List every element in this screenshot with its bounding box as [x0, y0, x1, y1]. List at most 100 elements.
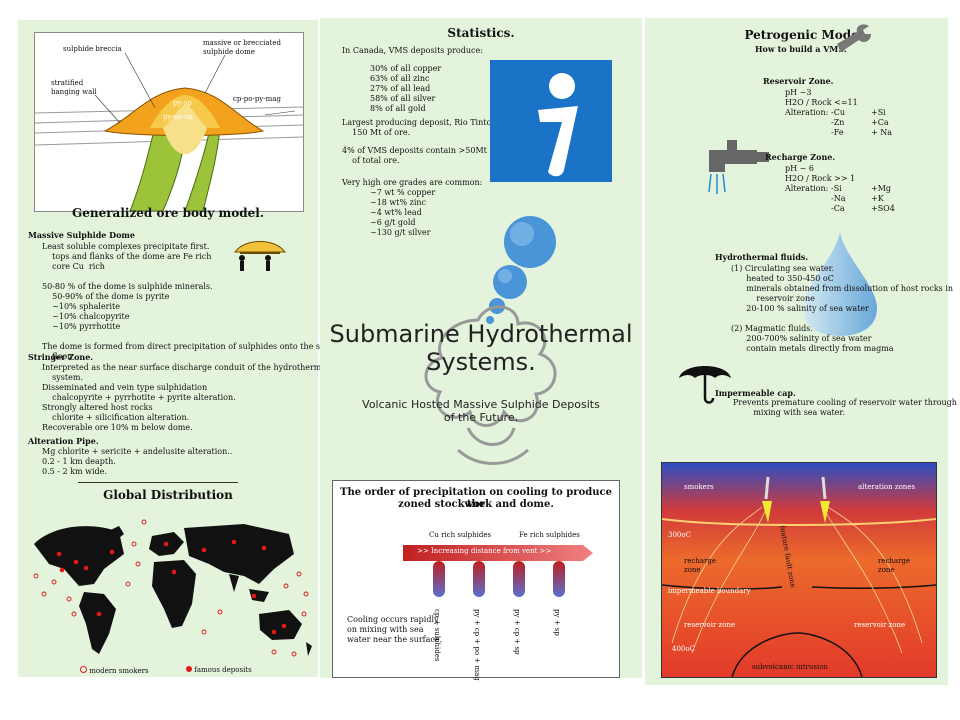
text-line: 50-80 % of the dome is sulphide minerals… — [42, 282, 213, 291]
main-title-line2: Systems. — [426, 348, 536, 376]
cap-text: Prevents premature cooling of reservoir … — [733, 398, 957, 418]
text-line: 20-100 % salinity of sea water — [731, 304, 869, 313]
list-item: 58% of all silver — [370, 94, 436, 103]
text-line: Cooling occurs rapidly — [347, 615, 439, 624]
alteration-zones-label: alteration zones — [858, 483, 916, 491]
text-line: chlorite + silicification alteration. — [42, 413, 190, 422]
reservoir-zone-right-label: reservoir zone — [854, 621, 906, 629]
tap-icon — [708, 140, 769, 194]
precipitation-arrow — [403, 545, 593, 597]
alteration-row: -Zn +Ca — [785, 118, 901, 128]
alteration-cell: -Fe — [831, 128, 844, 137]
text-line: (2) Magmatic fluids. — [731, 324, 813, 333]
list-item: ~18 wt% zinc — [370, 198, 427, 207]
cap-heading: Impermeable cap. — [715, 388, 796, 398]
recharge-alteration: Alteration:-Si+Mg-Na+K-Ca+SO4 — [785, 184, 901, 214]
precip-title-2: zoned stockwork and dome. — [398, 499, 554, 510]
text-line: Least soluble complexes precipitate firs… — [42, 242, 210, 251]
list-item: ~130 g/t silver — [370, 228, 431, 237]
reservoir-zone-left-label: reservoir zone — [684, 621, 736, 629]
text-line: The dome is formed from direct precipita… — [42, 342, 330, 351]
text-line: Disseminated and vein type sulphidation — [42, 383, 208, 392]
alteration-cell: -Cu — [831, 108, 845, 117]
alteration-row: -Na+K — [785, 194, 901, 204]
reservoir-alteration: Alteration:-Cu+Si-Zn+Ca-Fe+ Na — [785, 108, 901, 138]
alteration-cell: +Mg — [871, 184, 892, 193]
cloud-outline — [424, 305, 557, 465]
text-line: 150 Mt of ore. — [342, 128, 411, 137]
text-line: heated to 350-450 oC — [731, 274, 834, 283]
list-item: ~4 wt% lead — [370, 208, 422, 217]
text-line: ~10% pyrrhotite — [42, 322, 121, 331]
legend-modern-label: modern smokers — [89, 667, 149, 675]
text-line: of total ore. — [342, 156, 400, 165]
recharge-zone-right-label: recharge zone — [878, 557, 911, 574]
alteration-cell: -Na — [831, 194, 846, 203]
text-line: Interpreted as the near surface discharg… — [42, 363, 329, 372]
world-map — [33, 519, 312, 657]
stringer-heading: Stringer Zone. — [28, 352, 94, 362]
text-line: water near the surface. — [347, 635, 443, 644]
alteration-cell: Alteration: — [785, 108, 829, 117]
alteration-row: Alteration:-Si+Mg — [785, 184, 901, 194]
text-line: Recoverable ore 10% m below dome. — [42, 423, 193, 432]
percent-deposits: 4% of VMS deposits contain >50Mt of tota… — [342, 146, 487, 166]
statistics-title: Statistics. — [447, 26, 515, 40]
global-distribution-title: Global Distribution — [103, 488, 233, 502]
legend-famous: famous deposits — [186, 666, 252, 675]
alteration-cell: -Zn — [831, 118, 845, 127]
cu-rich-label: Cu rich sulphides — [429, 531, 492, 539]
text-line: minerals obtained from dissolution of ho… — [731, 284, 954, 293]
text-line: tops and flanks of the dome are Fe rich — [42, 252, 212, 261]
open-circle-icon — [80, 666, 87, 673]
stats-intro: In Canada, VMS deposits produce: — [342, 46, 483, 55]
legend-famous-label: famous deposits — [194, 666, 252, 674]
text-line: floor. — [42, 352, 73, 361]
thought-bubbles — [486, 216, 556, 324]
text-line: contain metals directly from magma — [731, 344, 894, 353]
high-grade-intro: Very high ore grades are common: — [342, 178, 483, 187]
middle-panel: Statistics. In Canada, VMS deposits prod… — [320, 18, 642, 681]
cp-po-py-mag-label: cp-po-py-mag — [233, 95, 281, 103]
temp-400-label: 400oC — [672, 645, 695, 653]
fluids-text: (1) Circulating sea water. heated to 350… — [731, 264, 953, 354]
dome-icon — [234, 241, 286, 271]
text-line: ~10% chalcopyrite — [42, 312, 130, 321]
smokers-label: smokers — [684, 483, 714, 491]
list-item: ~6 g/t gold — [370, 218, 416, 227]
text-line: H2O / Rock <=11 — [785, 98, 858, 107]
reservoir-heading: Reservoir Zone. — [763, 76, 834, 86]
text-line: Prevents premature cooling of reservoir … — [733, 398, 957, 407]
list-item: 63% of all zinc — [370, 74, 430, 83]
py-sp-cp-label: py-sp-cp — [163, 113, 193, 121]
list-item: 8% of all gold — [370, 104, 426, 113]
column-label-4: py + sp — [553, 609, 561, 636]
alteration-cell: + Na — [871, 128, 893, 137]
text-line: 0.2 - 1 km deapth. — [42, 457, 116, 466]
list-item: 30% of all copper — [370, 64, 442, 73]
alteration-cell: +Ca — [871, 118, 889, 127]
petrogenic-subtitle: How to build a VMS. — [755, 44, 847, 54]
text-line: reservoir zone — [731, 294, 815, 303]
sulphide-breccia-label: sulphide breccia — [63, 45, 122, 53]
legend-modern: modern smokers — [80, 666, 149, 676]
subtitle-line2: of the Future. — [443, 411, 519, 424]
alteration-cell: Alteration: — [785, 184, 829, 193]
model-illustration — [662, 463, 936, 677]
temp-300-label: 300oC — [668, 531, 691, 539]
text-line: chalcopyrite + pyrrhotite + pyrite alter… — [42, 393, 236, 402]
stratified-wall-label: stratified hanging wall — [51, 79, 97, 96]
right-panel: Petrogenic Model. How to build a VMS. Re… — [645, 18, 957, 685]
dome-heading: Massive Sulphide Dome — [28, 230, 135, 240]
text-line: 200-700% salinity of sea water — [731, 334, 872, 343]
text-line: pH ~3 — [785, 88, 812, 97]
divider — [78, 482, 238, 483]
column-label-2: py + cp + po + mag — [473, 609, 481, 681]
text-line: Mg chlorite + sericite + andelusite alte… — [42, 447, 233, 456]
water-drop-icon — [803, 232, 877, 336]
wrench-icon — [837, 24, 871, 52]
text-line — [731, 314, 953, 324]
